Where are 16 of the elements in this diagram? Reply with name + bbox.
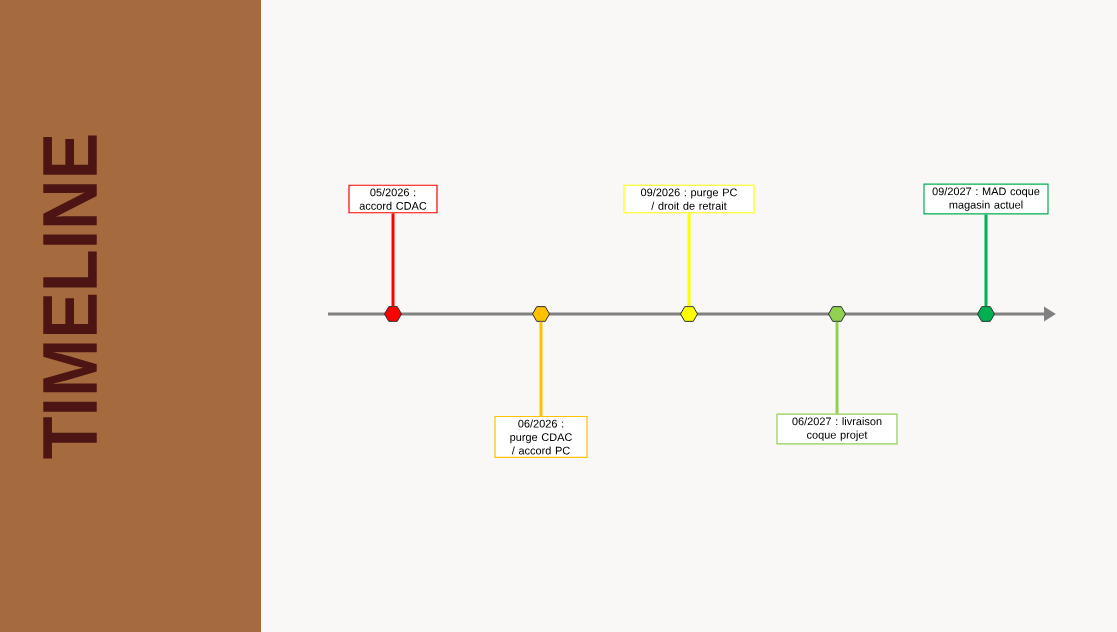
event-box: 06/2026 : purge CDAC / accord PC <box>494 415 588 459</box>
connector-line <box>835 321 839 414</box>
milestone-marker <box>828 306 846 322</box>
connector-line <box>391 213 395 307</box>
milestone-marker <box>977 306 995 322</box>
event-box: 06/2027 : livraison coque projet <box>776 413 898 445</box>
event-box: 09/2027 : MAD coque magasin actuel <box>923 183 1049 215</box>
milestone-marker <box>680 306 698 322</box>
event-box: 05/2026 : accord CDAC <box>348 184 438 214</box>
milestone-marker <box>532 306 550 322</box>
event-box: 09/2026 : purge PC / droit de retrait <box>623 184 755 214</box>
milestone-marker <box>384 306 402 322</box>
connector-line <box>539 321 543 416</box>
connector-line <box>687 213 691 307</box>
connector-line <box>984 214 988 307</box>
title: TIMELINE <box>43 135 97 459</box>
